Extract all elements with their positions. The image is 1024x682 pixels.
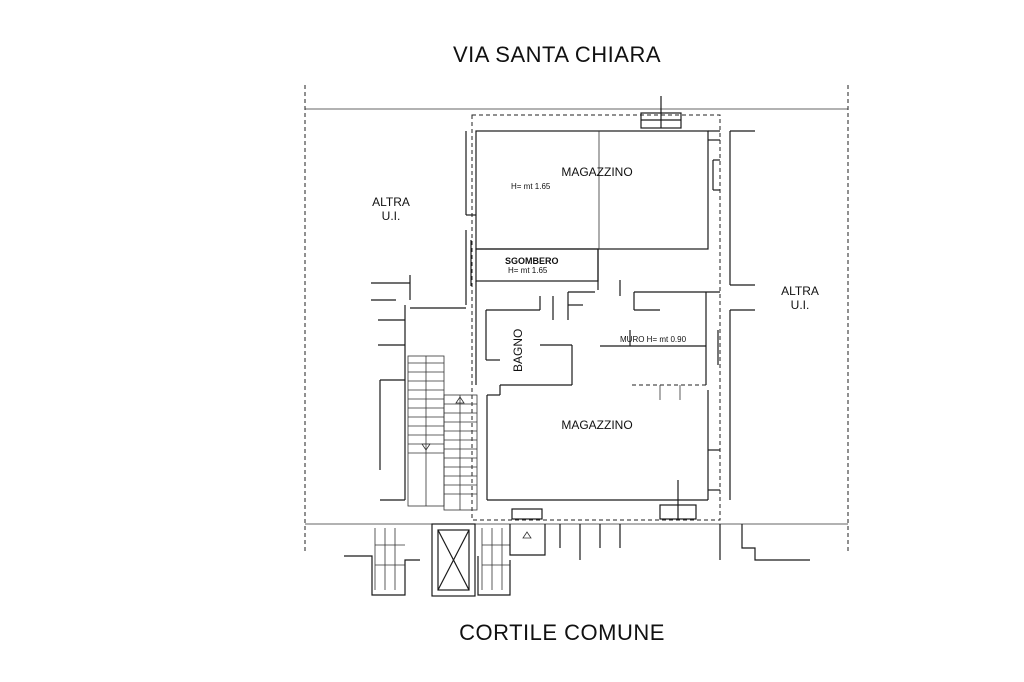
altra-left-line1: ALTRA xyxy=(372,195,410,209)
sgombero-height: H= mt 1.65 xyxy=(508,266,548,275)
magazzino-top-height: H= mt 1.65 xyxy=(511,182,551,191)
bagno-label: BAGNO xyxy=(511,329,525,372)
muro-label: MURO H= mt 0.90 xyxy=(620,335,687,344)
top-window xyxy=(640,96,682,129)
bottom-right-walls xyxy=(559,524,810,561)
muro-wall xyxy=(600,330,706,400)
magazzino-top-walls xyxy=(465,130,720,250)
sgombero-label: SGOMBERO xyxy=(505,256,559,266)
altra-right-line2: U.I. xyxy=(791,298,810,312)
right-unit-walls xyxy=(729,130,755,500)
street-label-bottom: CORTILE COMUNE xyxy=(459,620,665,645)
lower-stairs xyxy=(344,508,546,597)
altra-left-line2: U.I. xyxy=(382,209,401,223)
middle-walls xyxy=(475,280,720,386)
sgombero-walls xyxy=(470,240,599,290)
property-outline xyxy=(471,114,721,521)
outer-boundary xyxy=(304,85,849,552)
staircase-main xyxy=(407,355,478,511)
magazzino-bottom-label: MAGAZZINO xyxy=(561,418,632,432)
magazzino-top-label: MAGAZZINO xyxy=(561,165,632,179)
left-unit-walls xyxy=(371,230,467,501)
street-label-top: VIA SANTA CHIARA xyxy=(453,42,661,67)
magazzino-bottom-walls xyxy=(486,385,720,520)
altra-right-line1: ALTRA xyxy=(781,284,819,298)
